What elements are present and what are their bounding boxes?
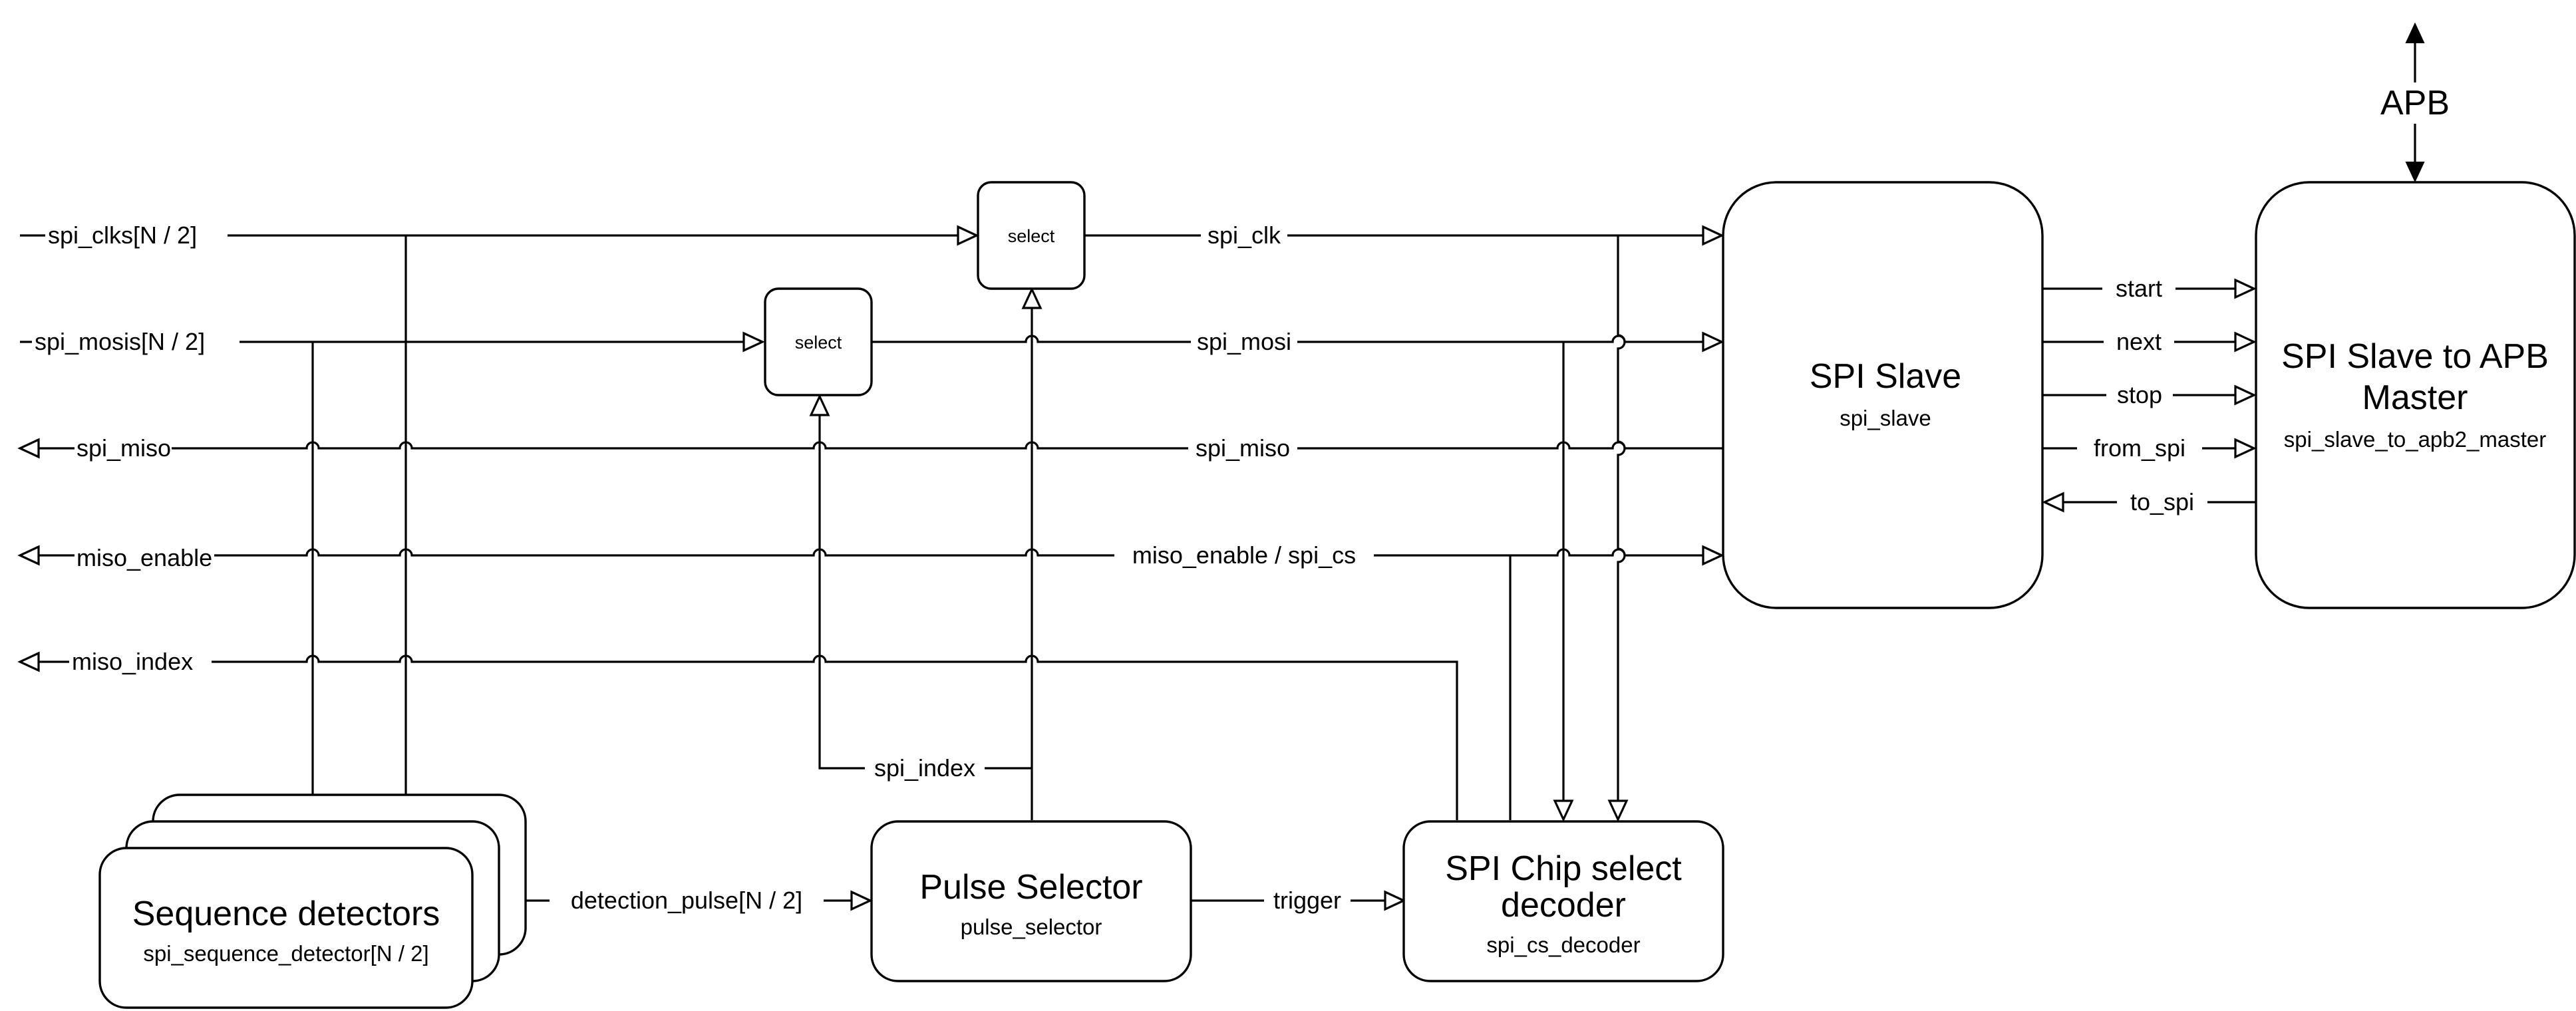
label-spi-clk: spi_clk [1208,221,1281,249]
arrowhead-slave-enable [1702,545,1724,566]
label-apb: APB [2380,84,2450,122]
arrowhead-from-spi [2234,438,2257,459]
pulse-selector-block [870,820,1192,982]
label-bg-spi-clk [1201,219,1287,250]
arrowhead-trigger [1384,890,1406,911]
arrowhead-apb-up [2405,22,2425,43]
spi-slave-subtitle: spi_slave [1840,406,1931,430]
label-spi-index: spi_index [874,754,975,782]
label-miso-enable-cs: miso_enable / spi_cs [1132,541,1356,569]
label-bg-next [2104,327,2174,357]
spi-slave-title: SPI Slave [1810,357,1961,396]
label-spi-mosis: spi_mosis[N / 2] [35,328,205,355]
label-bg-trigger [1264,885,1351,916]
arrowhead-slave-mosi [1702,331,1724,353]
arrowhead-detection-pulse [850,890,873,911]
apb-master-subtitle: spi_slave_to_apb2_master [2284,427,2546,452]
label-bg-from-spi [2077,434,2202,463]
apb-master-title-1: SPI Slave to APB [2281,337,2549,376]
label-bg-spi-mosi [1191,326,1297,357]
select-mosi-box [764,287,873,396]
arrowhead-stop [2234,384,2257,406]
label-to-spi: to_spi [2130,488,2194,515]
label-bg-to-spi [2117,487,2207,516]
apb-master-title-2: Master [2362,378,2468,417]
label-bg-spi-clks [45,219,228,250]
arrowhead-mosis-select [742,331,765,353]
select-clk-box [977,181,1086,290]
label-bg-miso-index [69,647,212,677]
arrowhead-cs-mosi [1553,799,1574,822]
cs-decoder-title-2: decoder [1501,886,1626,925]
arrowhead-next [2234,331,2257,353]
label-bg-spi-miso-in [75,434,172,464]
label-bg-spi-mosis [32,326,240,357]
wire-spi-miso [37,441,1723,450]
arrowhead-index-out [17,651,40,672]
label-spi-clks: spi_clks[N / 2] [48,221,197,249]
sequence-detectors-title: Sequence detectors [132,895,440,933]
label-from-spi: from_spi [2094,434,2185,462]
label-bg-spi-index [865,754,985,784]
label-bg-start [2102,274,2175,303]
arrowhead-slave-clk [1702,225,1724,246]
arrowhead-clks-select [957,225,979,246]
label-bg-stop [2106,380,2173,410]
label-start: start [2116,275,2162,302]
apb-master-block [2255,181,2576,609]
label-next: next [2116,328,2162,355]
label-bg-apb [2379,82,2451,124]
arrowhead-to-spi [2042,492,2064,513]
label-spi-mosi: spi_mosi [1197,328,1291,355]
arrowhead-apb-down [2405,162,2425,183]
select-clk-label: select [1008,226,1055,246]
wire-clk-to-cs [1617,235,1626,803]
arrowhead-miso-out [17,438,40,459]
pulse-selector-subtitle: pulse_selector [961,915,1102,939]
wire-miso-index [37,654,1458,820]
label-miso-index: miso_index [72,648,193,675]
label-stop: stop [2117,381,2162,408]
arrowhead-cs-clk [1607,799,1629,822]
cs-decoder-block [1402,820,1724,982]
label-bg-detection-pulse [550,885,824,916]
sequence-detectors-subtitle: spi_sequence_detector[N / 2] [143,941,428,966]
wire-spi-index [818,412,1032,770]
label-spi-miso: spi_miso [1196,434,1290,462]
cs-decoder-subtitle: spi_cs_decoder [1486,933,1640,957]
wire-miso-enable [37,548,1706,557]
select-mosi-label: select [795,333,842,353]
arrowhead-start [2234,278,2257,299]
spi-slave-block [1722,181,2044,609]
arrowhead-enable-out [17,545,40,566]
cs-decoder-title-1: SPI Chip select [1445,849,1682,888]
label-bg-spi-miso [1188,434,1297,464]
label-bg-miso-enable-in [75,540,214,571]
label-miso-enable-in: miso_enable [77,544,212,571]
label-spi-miso-in: spi_miso [77,434,171,462]
arrowhead-index-select [809,394,830,416]
pulse-selector-title: Pulse Selector [919,868,1142,907]
label-bg-miso-enable-cs [1114,540,1374,571]
label-trigger: trigger [1273,887,1341,914]
arrowhead-pulse-select [1021,287,1043,309]
label-detection-pulse: detection_pulse[N / 2] [571,887,802,914]
sequence-detectors-block [98,847,474,1009]
